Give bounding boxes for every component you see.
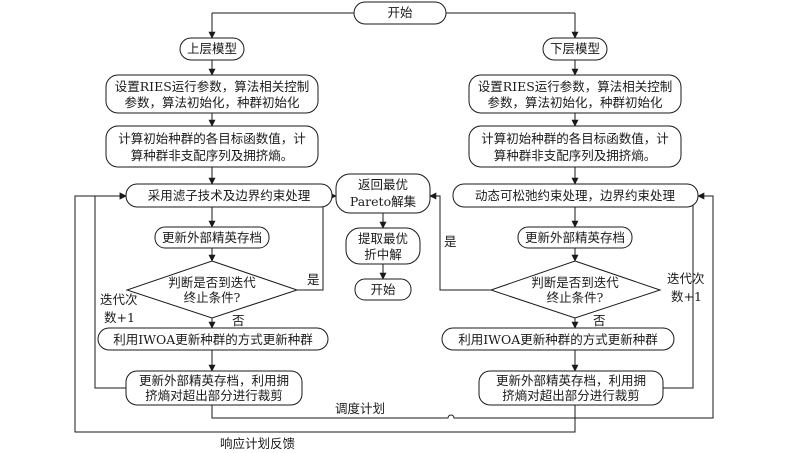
lower-update-archive-node: 更新外部精英存档 (517, 226, 633, 249)
upper-update-archive-label: 更新外部精英存档 (162, 230, 262, 245)
upper-prune-node: 更新外部精英存档，利用拥 挤熵对超出部分进行裁剪 (125, 370, 303, 406)
upper-iwoa-label: 利用IWOA更新种群的方式更新种群 (113, 332, 313, 347)
lower-compute-line-1: 计算初始种群的各目标函数值，计 (481, 131, 669, 146)
end-label: 开始 (370, 282, 396, 297)
upper-setup-line-2: 参数，算法初始化，种群初始化 (124, 95, 300, 110)
upper-decision-line-1: 判断是否到迭代 (168, 275, 256, 290)
upper-prune-line-1: 更新外部精英存档，利用拥 (139, 373, 289, 388)
lower-iter-line-1: 迭代次 (667, 271, 705, 286)
upper-model-label: 上层模型 (187, 41, 237, 56)
schedule-plan-label: 调度计划 (335, 401, 385, 416)
connectors (74, 12, 714, 433)
edge-response-feedback (74, 192, 576, 433)
end-node: 开始 (354, 278, 412, 301)
lower-compute-node: 计算初始种群的各目标函数值，计 算种群非支配序列及拥挤熵。 (468, 125, 682, 168)
return-pareto-node: 返回最优 Pareto解集 (335, 173, 431, 214)
extract-compromise-line-1: 提取最优 (358, 231, 408, 246)
upper-constraint-label: 采用滤子技术及边界约束处理 (148, 188, 311, 203)
edge-labels: 是 否 是 否 迭代次 数+1 迭代次 数+1 调度计划 响应计划反馈 (100, 234, 705, 451)
lower-prune-line-2: 挤熵对超出部分进行裁剪 (502, 388, 640, 403)
lower-no-label: 否 (593, 313, 606, 328)
lower-iwoa-label: 利用IWOA更新种群的方式更新种群 (458, 332, 658, 347)
lower-prune-line-1: 更新外部精英存档，利用拥 (496, 373, 646, 388)
upper-yes-label: 是 (307, 272, 320, 287)
upper-prune-line-2: 挤熵对超出部分进行裁剪 (145, 388, 283, 403)
edge-lower-yes-pareto (429, 192, 491, 291)
upper-iter-line-1: 迭代次 (100, 292, 138, 307)
upper-iwoa-node: 利用IWOA更新种群的方式更新种群 (97, 327, 329, 351)
lower-yes-label: 是 (444, 234, 457, 249)
lower-iter-line-2: 数+1 (671, 289, 702, 304)
edge-schedule-plan (211, 192, 714, 419)
upper-no-label: 否 (232, 313, 245, 328)
start-node: 开始 (353, 1, 447, 25)
lower-decision-line-1: 判断是否到迭代 (531, 275, 619, 290)
lower-model-node: 下层模型 (542, 37, 608, 61)
lower-update-archive-label: 更新外部精英存档 (525, 230, 625, 245)
lower-setup-line-2: 参数，算法初始化，种群初始化 (487, 95, 663, 110)
edge-lower-loop (663, 195, 697, 389)
return-pareto-line-1: 返回最优 (358, 177, 408, 192)
lower-compute-line-2: 算种群非支配序列及拥挤熵。 (494, 148, 657, 163)
upper-iter-line-2: 数+1 (104, 310, 135, 325)
upper-constraint-node: 采用滤子技术及边界约束处理 (125, 183, 333, 208)
upper-setup-node: 设置RIES运行参数，算法相关控制 参数，算法初始化，种群初始化 (105, 74, 319, 114)
lower-setup-node: 设置RIES运行参数，算法相关控制 参数，算法初始化，种群初始化 (468, 74, 682, 114)
response-feedback-label: 响应计划反馈 (220, 436, 295, 451)
return-pareto-line-2: Pareto解集 (350, 194, 417, 209)
upper-compute-node: 计算初始种群的各目标函数值，计 算种群非支配序列及拥挤熵。 (105, 125, 319, 168)
upper-update-archive-node: 更新外部精英存档 (154, 226, 270, 249)
lower-constraint-label: 动态可松弛约束处理，边界约束处理 (475, 188, 676, 203)
lower-prune-node: 更新外部精英存档，利用拥 挤熵对超出部分进行裁剪 (478, 370, 664, 406)
lower-constraint-node: 动态可松弛约束处理，边界约束处理 (452, 183, 699, 208)
extract-compromise-line-2: 折中解 (364, 247, 402, 262)
upper-model-node: 上层模型 (179, 37, 245, 61)
upper-compute-line-2: 算种群非支配序列及拥挤熵。 (131, 148, 294, 163)
start-label: 开始 (387, 5, 413, 20)
lower-setup-line-1: 设置RIES运行参数，算法相关控制 (478, 79, 673, 94)
lower-iwoa-node: 利用IWOA更新种群的方式更新种群 (441, 327, 675, 351)
lower-decision-line-2: 终止条件? (547, 290, 604, 305)
upper-setup-line-1: 设置RIES运行参数，算法相关控制 (115, 79, 310, 94)
upper-decision-node: 判断是否到迭代 终止条件? (125, 260, 299, 319)
lower-decision-node: 判断是否到迭代 终止条件? (489, 260, 662, 319)
upper-decision-line-2: 终止条件? (184, 290, 241, 305)
lower-model-label: 下层模型 (550, 41, 600, 56)
upper-compute-line-1: 计算初始种群的各目标函数值，计 (118, 131, 306, 146)
extract-compromise-node: 提取最优 折中解 (345, 227, 421, 265)
